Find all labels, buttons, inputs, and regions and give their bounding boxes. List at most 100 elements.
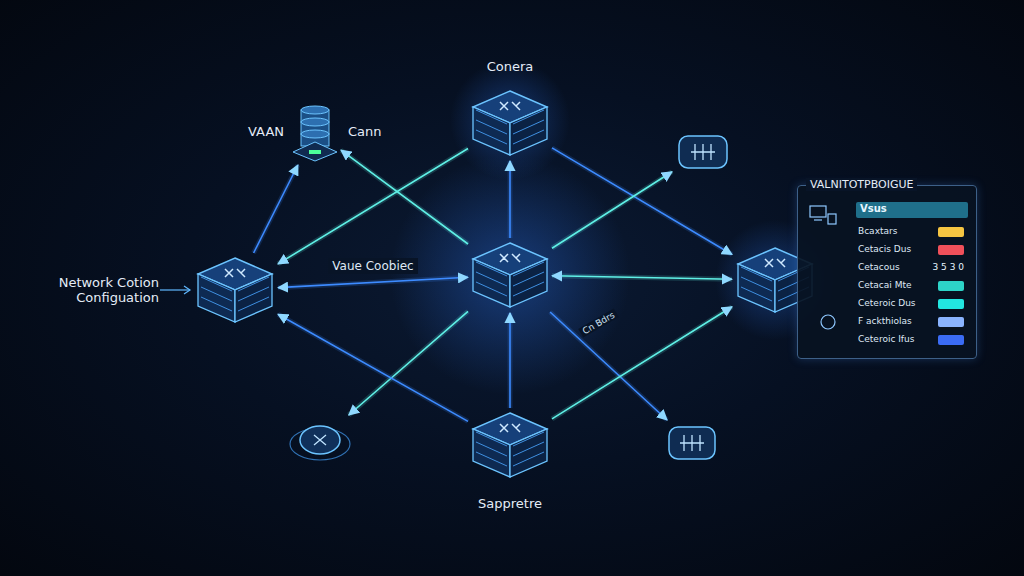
slot-line xyxy=(201,297,232,311)
slot-line xyxy=(741,287,772,301)
connector xyxy=(341,150,468,244)
connector-glow xyxy=(508,161,513,238)
connector xyxy=(552,307,732,419)
node-label: Sappretre xyxy=(478,496,542,511)
panel-value: Vsus xyxy=(860,203,887,214)
connector-line xyxy=(509,313,511,408)
legend-swatch xyxy=(938,335,964,345)
db-disk-top xyxy=(301,106,329,114)
box-glyph xyxy=(500,254,520,262)
tile-body xyxy=(679,136,727,168)
connector xyxy=(510,313,511,408)
edge-label: Vaue Coobiec xyxy=(328,258,417,274)
connector xyxy=(254,165,298,253)
connector xyxy=(278,277,468,287)
connector-glow xyxy=(552,276,732,279)
leader-arrow xyxy=(184,286,190,294)
node-label: Conera xyxy=(487,59,534,74)
box-glyph xyxy=(765,259,785,267)
legend-text: Ceteroic Dus xyxy=(858,298,916,308)
server-node: Network Cotion Configuation xyxy=(195,255,275,325)
connector-glow xyxy=(341,150,468,244)
connector-line xyxy=(278,277,468,287)
tile-icon xyxy=(665,423,719,463)
disc-glyph xyxy=(314,435,326,445)
connector-line xyxy=(254,165,298,253)
db-node: VAANCann xyxy=(292,100,338,162)
monitor-stand xyxy=(814,219,822,220)
box-glyph xyxy=(500,424,520,432)
legend-text: Bcaxtars xyxy=(858,226,897,236)
disc-body xyxy=(300,426,340,454)
tile-icon xyxy=(675,132,731,172)
status-icon xyxy=(821,315,835,329)
panel-value: 3 5 3 0 xyxy=(933,262,965,272)
legend-row: Cetacis Dus xyxy=(856,242,968,258)
box-left xyxy=(738,264,775,312)
box-right xyxy=(510,107,547,155)
slot-line xyxy=(513,130,544,144)
legend-swatch xyxy=(938,281,964,291)
slot-line xyxy=(476,130,507,144)
db-led xyxy=(309,150,321,154)
legend-swatch xyxy=(938,245,964,255)
panel-title: VALNITOTPBOIGUE xyxy=(806,178,917,191)
server-icon xyxy=(195,255,275,325)
connector xyxy=(552,172,672,248)
db-disk-top xyxy=(301,130,329,138)
server-icon xyxy=(470,410,550,480)
db-disk-top xyxy=(301,118,329,126)
connector-line xyxy=(278,149,468,264)
legend-row: Cetacai Mte xyxy=(856,278,968,294)
connector xyxy=(278,314,468,421)
leader-line xyxy=(160,289,190,290)
connector-glow xyxy=(552,307,732,419)
box-left xyxy=(473,429,510,477)
connector-glow xyxy=(278,277,468,287)
server-icon xyxy=(470,240,550,310)
connector-glow xyxy=(278,149,468,264)
slot-line xyxy=(513,452,544,466)
server-node: Sappretre xyxy=(470,410,550,480)
legend-row: Bcaxtars xyxy=(856,224,968,240)
box-right xyxy=(510,429,547,477)
panel-header-bar: Vsus xyxy=(856,202,968,218)
slot-line xyxy=(476,282,507,296)
connector-line xyxy=(341,150,468,244)
tile-node xyxy=(675,132,731,172)
tile-body xyxy=(669,427,715,459)
device-icon xyxy=(828,214,836,224)
legend-text: F ackthiolas xyxy=(858,316,912,326)
node-label: Cann xyxy=(348,124,382,139)
box-glyph xyxy=(225,269,245,277)
tile-node xyxy=(665,423,719,463)
tile-glyph xyxy=(691,144,715,160)
legend-row: Ceteroic Ifus xyxy=(856,332,968,348)
legend-swatch xyxy=(938,227,964,237)
box-left xyxy=(473,107,510,155)
connector xyxy=(510,161,511,238)
node-label: VAAN xyxy=(248,124,284,139)
box-right xyxy=(235,274,272,322)
db-icon xyxy=(292,100,338,162)
slot-line xyxy=(513,282,544,296)
connector-line xyxy=(550,312,667,420)
connector xyxy=(278,149,468,264)
legend-swatch xyxy=(938,317,964,327)
connector-glow xyxy=(552,172,672,248)
monitor-icon xyxy=(810,206,826,217)
legend-swatch xyxy=(938,299,964,309)
connector-glow xyxy=(508,313,513,408)
legend-text: Cetacis Dus xyxy=(858,244,911,254)
connector-line xyxy=(552,172,672,248)
connector-glow xyxy=(278,314,468,421)
legend-row: Cetacous3 5 3 0 xyxy=(856,260,968,276)
server-node xyxy=(470,240,550,310)
box-left xyxy=(473,259,510,307)
connector-line xyxy=(278,314,468,421)
connector-line xyxy=(509,161,511,238)
connector-line xyxy=(552,276,732,279)
slot-line xyxy=(476,452,507,466)
connector-glow xyxy=(550,312,667,420)
db-base xyxy=(293,142,337,161)
